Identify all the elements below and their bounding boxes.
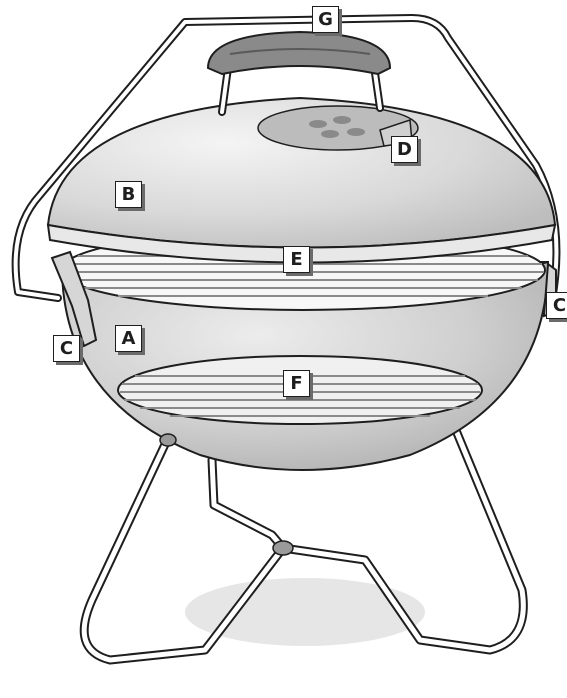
- leg-joint: [272, 540, 294, 556]
- bowl-vent: [159, 433, 177, 447]
- label-carry-handle: G: [312, 6, 339, 33]
- label-cooking-grate: E: [283, 246, 310, 273]
- label-lid-clip-left: C: [53, 335, 80, 362]
- label-bowl: A: [115, 325, 142, 352]
- label-charcoal-grate: F: [283, 370, 310, 397]
- lid-clip-left: [50, 250, 98, 348]
- label-damper: D: [391, 136, 418, 163]
- lid-rim: [46, 223, 557, 264]
- label-lid-clip-right: C: [546, 292, 567, 319]
- carry-wire-inner: [13, 16, 559, 307]
- label-lid: B: [115, 181, 142, 208]
- lid-handle: [206, 30, 392, 116]
